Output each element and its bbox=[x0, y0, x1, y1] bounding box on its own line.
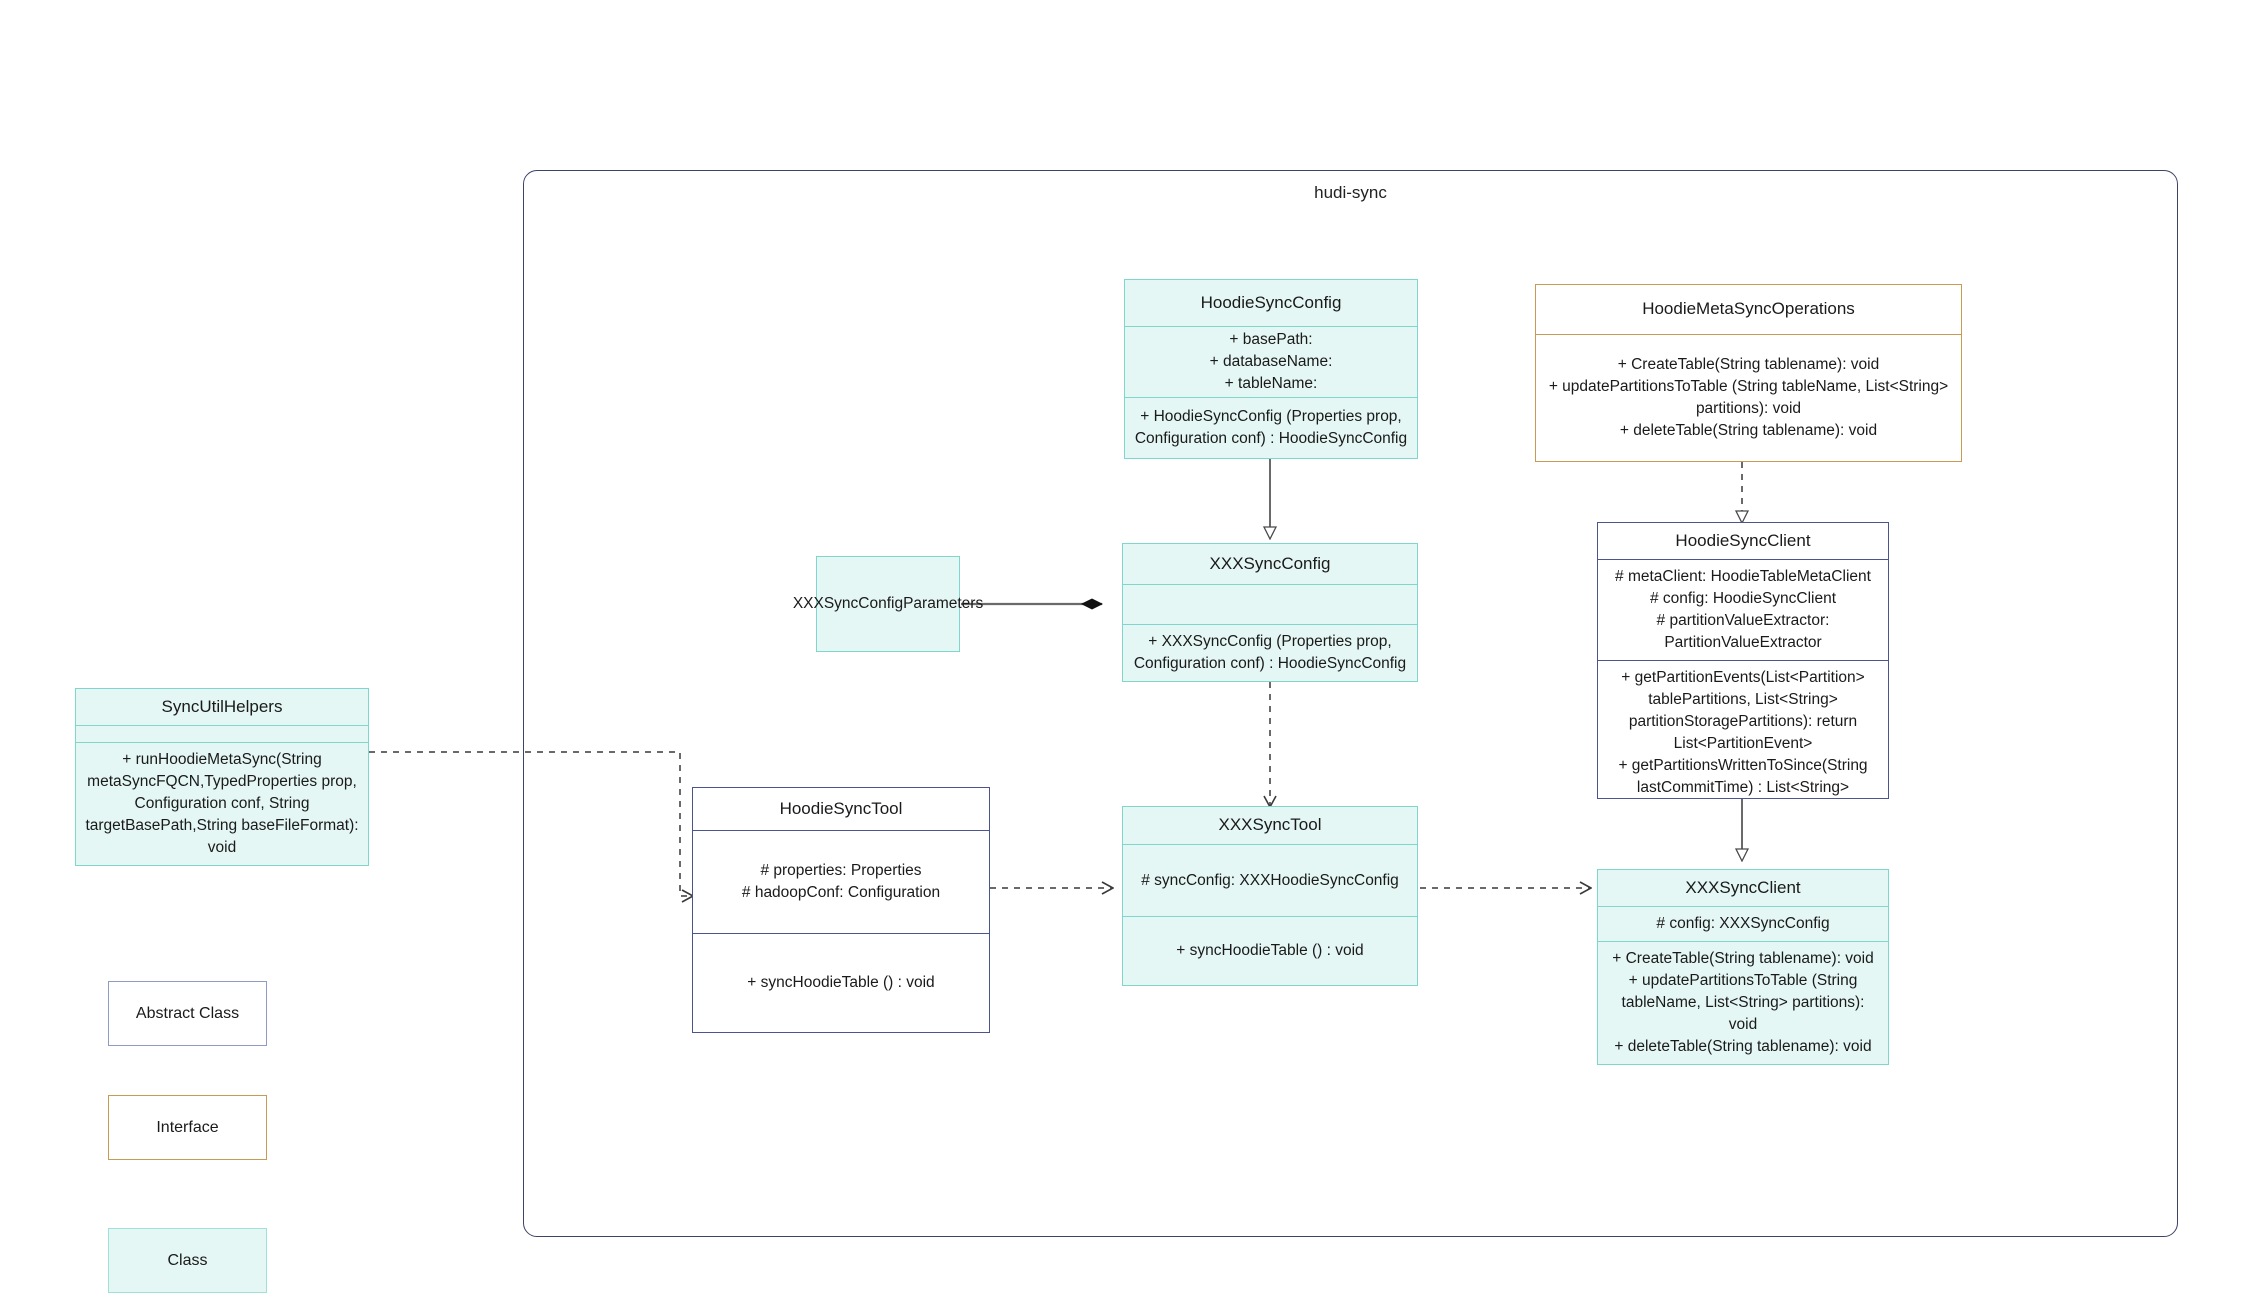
legend-label-interface: Interface bbox=[156, 1118, 219, 1136]
class-name-xxx-sync-client: XXXSyncClient bbox=[1685, 878, 1801, 897]
class-box-xxx-sync-config-parameters[interactable]: XXXSyncConfigParameters bbox=[792, 556, 984, 652]
class-box-hoodie-sync-client[interactable]: HoodieSyncClient # metaClient: HoodieTab… bbox=[1597, 522, 1889, 799]
legend-label-abstract-class: Abstract Class bbox=[135, 1004, 240, 1022]
class-name-hoodie-sync-config: HoodieSyncConfig bbox=[1200, 292, 1342, 312]
class-attributes-xxx-sync-config bbox=[1123, 583, 1417, 624]
class-attributes-xxx-sync-tool: # syncConfig: XXXHoodieSyncConfig bbox=[1123, 844, 1417, 916]
class-box-hoodie-meta-sync-operations[interactable]: HoodieMetaSyncOperations + CreateTable(S… bbox=[1535, 284, 1962, 462]
class-box-xxx-sync-client[interactable]: XXXSyncClient # config: XXXSyncConfig + … bbox=[1597, 869, 1889, 1065]
class-box-hoodie-sync-config[interactable]: HoodieSyncConfig + basePath: + databaseN… bbox=[1124, 279, 1418, 459]
class-attributes-sync-util-helpers bbox=[76, 725, 368, 742]
class-box-xxx-sync-tool[interactable]: XXXSyncTool # syncConfig: XXXHoodieSyncC… bbox=[1122, 806, 1418, 986]
package-hudi-sync: hudi-sync bbox=[523, 170, 2178, 1237]
class-name-hoodie-meta-sync-operations: HoodieMetaSyncOperations bbox=[1642, 299, 1855, 319]
class-attributes-xxx-sync-client: # config: XXXSyncConfig bbox=[1598, 906, 1888, 941]
legend-item-class: Class bbox=[108, 1228, 267, 1293]
class-box-sync-util-helpers[interactable]: SyncUtilHelpers + runHoodieMetaSync(Stri… bbox=[75, 688, 369, 866]
class-box-hoodie-sync-tool[interactable]: HoodieSyncTool # properties: Properties … bbox=[692, 787, 990, 1033]
legend-label-class: Class bbox=[167, 1251, 208, 1269]
class-methods-hoodie-sync-config: + HoodieSyncConfig (Properties prop, Con… bbox=[1125, 397, 1417, 458]
class-methods-xxx-sync-tool: + syncHoodieTable () : void bbox=[1123, 916, 1417, 985]
legend-item-interface: Interface bbox=[108, 1095, 267, 1160]
class-name-xxx-sync-config: XXXSyncConfig bbox=[1209, 553, 1331, 573]
class-methods-hoodie-meta-sync-operations: + CreateTable(String tablename): void + … bbox=[1536, 334, 1961, 461]
class-box-xxx-sync-config[interactable]: XXXSyncConfig + XXXSyncConfig (Propertie… bbox=[1122, 543, 1418, 682]
class-methods-xxx-sync-config: + XXXSyncConfig (Properties prop, Config… bbox=[1123, 624, 1417, 681]
class-attributes-hoodie-sync-client: # metaClient: HoodieTableMetaClient # co… bbox=[1598, 559, 1888, 660]
class-name-hoodie-sync-client: HoodieSyncClient bbox=[1675, 531, 1811, 550]
class-attributes-hoodie-sync-tool: # properties: Properties # hadoopConf: C… bbox=[693, 830, 989, 933]
class-name-xxx-sync-tool: XXXSyncTool bbox=[1218, 815, 1322, 835]
class-name-hoodie-sync-tool: HoodieSyncTool bbox=[779, 798, 903, 818]
class-attributes-hoodie-sync-config: + basePath: + databaseName: + tableName: bbox=[1125, 326, 1417, 397]
legend-item-abstract-class: Abstract Class bbox=[108, 981, 267, 1046]
class-methods-xxx-sync-client: + CreateTable(String tablename): void + … bbox=[1598, 941, 1888, 1064]
package-title: hudi-sync bbox=[1314, 183, 1387, 202]
class-name-sync-util-helpers: SyncUtilHelpers bbox=[161, 697, 283, 716]
class-methods-hoodie-sync-client: + getPartitionEvents(List<Partition> tab… bbox=[1598, 660, 1888, 805]
class-methods-hoodie-sync-tool: + syncHoodieTable () : void bbox=[693, 933, 989, 1032]
class-name-xxx-sync-config-parameters: XXXSyncConfigParameters bbox=[792, 595, 984, 612]
class-methods-sync-util-helpers: + runHoodieMetaSync(String metaSyncFQCN,… bbox=[76, 742, 368, 865]
